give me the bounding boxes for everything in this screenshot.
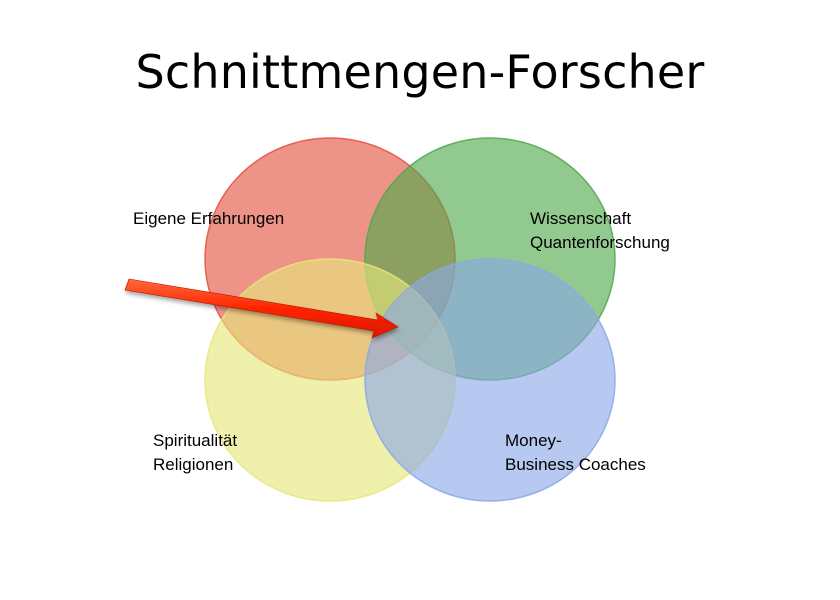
label-money-line-2: Business Coaches [505, 455, 646, 474]
label-spirituality-line-2: Religionen [153, 455, 234, 474]
label-experience: Eigene Erfahrungen [133, 207, 284, 231]
circle-money [364, 258, 616, 502]
label-spirituality: Spiritualität Religionen [153, 429, 237, 477]
label-money: Money- Business Coaches [505, 429, 646, 477]
slide-title: Schnittmengen-Forscher [135, 45, 705, 99]
label-science: Wissenschaft Quantenforschung [530, 207, 670, 255]
label-money-line-1: Money- [505, 431, 562, 450]
label-science-line-2: Quantenforschung [530, 233, 670, 252]
arrow-pointer [124, 278, 399, 339]
label-spirituality-line-1: Spiritualität [153, 431, 238, 450]
label-science-line-1: Wissenschaft [530, 209, 632, 228]
label-experience-line-1: Eigene Erfahrungen [133, 209, 285, 228]
